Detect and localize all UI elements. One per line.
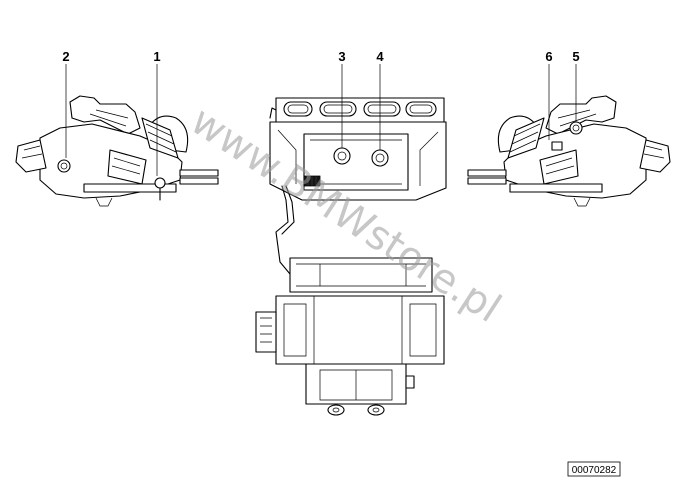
callout-2: 2 (62, 49, 69, 64)
reference-code-text: 00070282 (572, 465, 617, 476)
callout-4: 4 (376, 49, 384, 64)
callout-3: 3 (338, 49, 345, 64)
right-assembly-view (467, 64, 671, 207)
center-assembly-top-view (255, 64, 447, 416)
callout-6: 6 (545, 49, 552, 64)
reference-code-box: 00070282 (567, 461, 621, 477)
callout-1: 1 (153, 49, 160, 64)
left-assembly-view (15, 64, 219, 207)
callout-5: 5 (572, 49, 579, 64)
